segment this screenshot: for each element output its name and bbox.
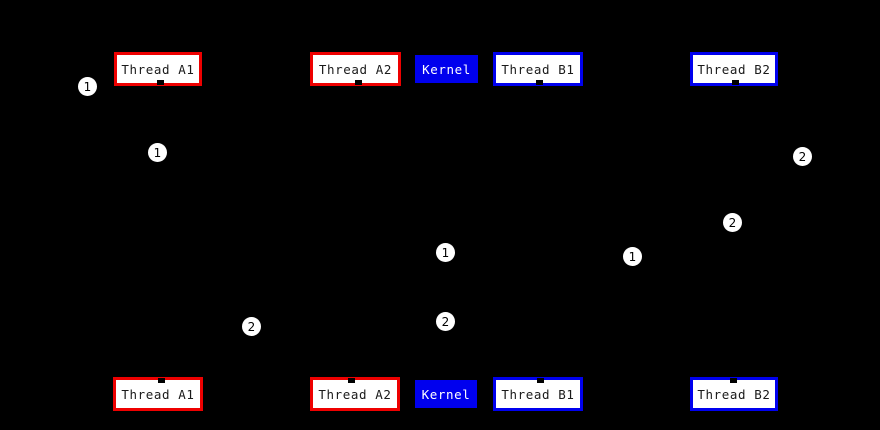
box-thread-b1-bottom: Thread B1	[493, 377, 583, 411]
box-kernel-top: Kernel	[415, 55, 478, 83]
step-marker: 2	[793, 147, 812, 166]
box-label: Thread B1	[501, 61, 575, 77]
box-label: Kernel	[421, 386, 471, 402]
step-marker-number: 2	[728, 215, 737, 230]
step-marker-number: 1	[441, 245, 450, 260]
line-notch	[732, 80, 739, 85]
step-marker: 1	[78, 77, 97, 96]
step-marker: 1	[623, 247, 642, 266]
box-thread-b2-bottom: Thread B2	[690, 377, 778, 411]
step-marker: 2	[242, 317, 261, 336]
step-marker-number: 1	[628, 249, 637, 264]
line-notch	[537, 378, 544, 383]
step-marker-number: 1	[83, 79, 92, 94]
box-thread-a2-bottom: Thread A2	[310, 377, 400, 411]
step-marker: 1	[436, 243, 455, 262]
box-label: Thread A2	[318, 61, 393, 77]
box-label: Thread B1	[501, 386, 575, 402]
line-notch	[158, 378, 165, 383]
line-notch	[536, 80, 543, 85]
step-marker: 1	[148, 143, 167, 162]
step-marker-number: 2	[247, 319, 256, 334]
step-marker: 2	[723, 213, 742, 232]
box-label: Thread A1	[121, 61, 195, 77]
step-marker-number: 1	[153, 145, 162, 160]
step-marker-number: 2	[441, 314, 450, 329]
box-label: Thread B2	[697, 386, 771, 402]
box-kernel-bottom: Kernel	[415, 380, 477, 408]
box-thread-a2-top: Thread A2	[310, 52, 401, 86]
box-thread-b2-top: Thread B2	[690, 52, 778, 86]
line-notch	[730, 378, 737, 383]
line-notch	[348, 378, 355, 383]
line-notch	[157, 80, 164, 85]
line-notch	[355, 80, 362, 85]
box-thread-a1-bottom: Thread A1	[113, 377, 203, 411]
box-label: Kernel	[422, 61, 471, 77]
step-marker-number: 2	[798, 149, 807, 164]
box-label: Thread A1	[121, 386, 195, 402]
box-thread-b1-top: Thread B1	[493, 52, 583, 86]
step-marker: 2	[436, 312, 455, 331]
box-thread-a1-top: Thread A1	[114, 52, 202, 86]
box-label: Thread A2	[318, 386, 392, 402]
box-label: Thread B2	[697, 61, 771, 77]
